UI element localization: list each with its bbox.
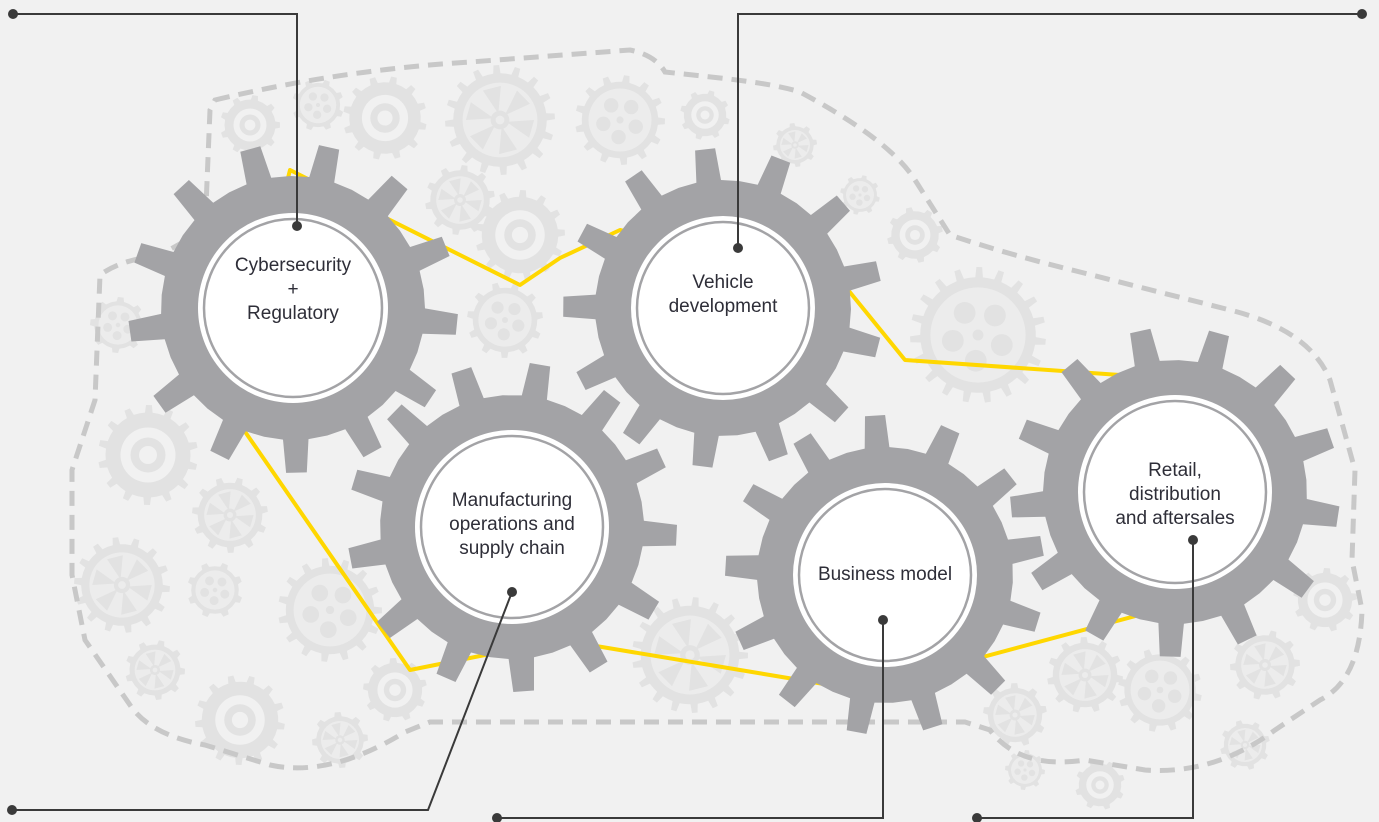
background-gear-icon (221, 95, 280, 155)
leader-dot (507, 587, 517, 597)
leader-dot (878, 615, 888, 625)
main-gears (128, 145, 1340, 734)
background-gear-icon (445, 65, 555, 175)
leader-dot (292, 221, 302, 231)
background-gear-icon (192, 477, 268, 553)
background-gear-icon (312, 712, 368, 768)
background-gear-icon (773, 123, 817, 167)
leader-dot (7, 805, 17, 815)
background-gear-icon (983, 683, 1047, 747)
background-gear-icon (632, 597, 748, 713)
leader-lines (7, 9, 1367, 822)
background-gear-icon (343, 76, 427, 160)
leader-manufacturing (7, 587, 517, 815)
background-gear-icon (1005, 750, 1045, 790)
background-gear-icon (475, 190, 565, 280)
gear-manufacturing-icon (348, 363, 677, 692)
leader-dot (8, 9, 18, 19)
background-gear-icon (98, 405, 198, 505)
background-gear-icon (575, 75, 665, 165)
background-gear-icon (887, 207, 943, 263)
background-gears (74, 65, 1357, 810)
leader-dot (972, 813, 982, 822)
gear-cybersecurity-icon (128, 145, 458, 473)
gear-label-manufacturing: Manufacturing operations and supply chai… (449, 490, 575, 559)
gear-label-cybersecurity: Cybersecurity + Regulatory (234, 255, 352, 324)
gear-label-retail: Retail, distribution and aftersales (1115, 460, 1235, 529)
gear-business-model-icon (725, 415, 1044, 734)
background-gear-icon (680, 90, 730, 140)
leader-business-model (492, 615, 888, 822)
gear-vehicle-development-icon (563, 148, 881, 468)
leader-cybersecurity (8, 9, 302, 231)
background-gear-icon (467, 282, 543, 358)
background-gear-icon (125, 640, 185, 700)
gear-label-vehicle-development: Vehicle development (668, 272, 778, 317)
background-gear-icon (278, 558, 382, 662)
background-gear-icon (1118, 648, 1202, 732)
background-gear-icon (840, 175, 880, 215)
background-gear-icon (292, 79, 344, 131)
leader-vehicle-development (733, 9, 1367, 253)
background-gear-icon (425, 165, 495, 235)
leader-dot (1188, 535, 1198, 545)
leader-dot (733, 243, 743, 253)
background-gear-icon (1075, 760, 1125, 810)
background-gear-icon (1220, 720, 1270, 770)
background-gear-icon (1047, 637, 1123, 713)
background-gear-icon (363, 658, 427, 722)
gear-label-business-model: Business model (817, 564, 953, 585)
background-gear-icon (195, 675, 285, 765)
car-outline (69, 47, 1365, 773)
background-gear-icon (1230, 630, 1300, 700)
background-gear-icon (910, 267, 1046, 403)
leader-dot (1357, 9, 1367, 19)
leader-retail (972, 535, 1198, 822)
leader-dot (492, 813, 502, 822)
gear-retail-icon (1010, 328, 1340, 657)
background-gear-icon (90, 297, 146, 353)
background-gear-icon (188, 563, 242, 617)
background-gear-icon (74, 537, 170, 633)
